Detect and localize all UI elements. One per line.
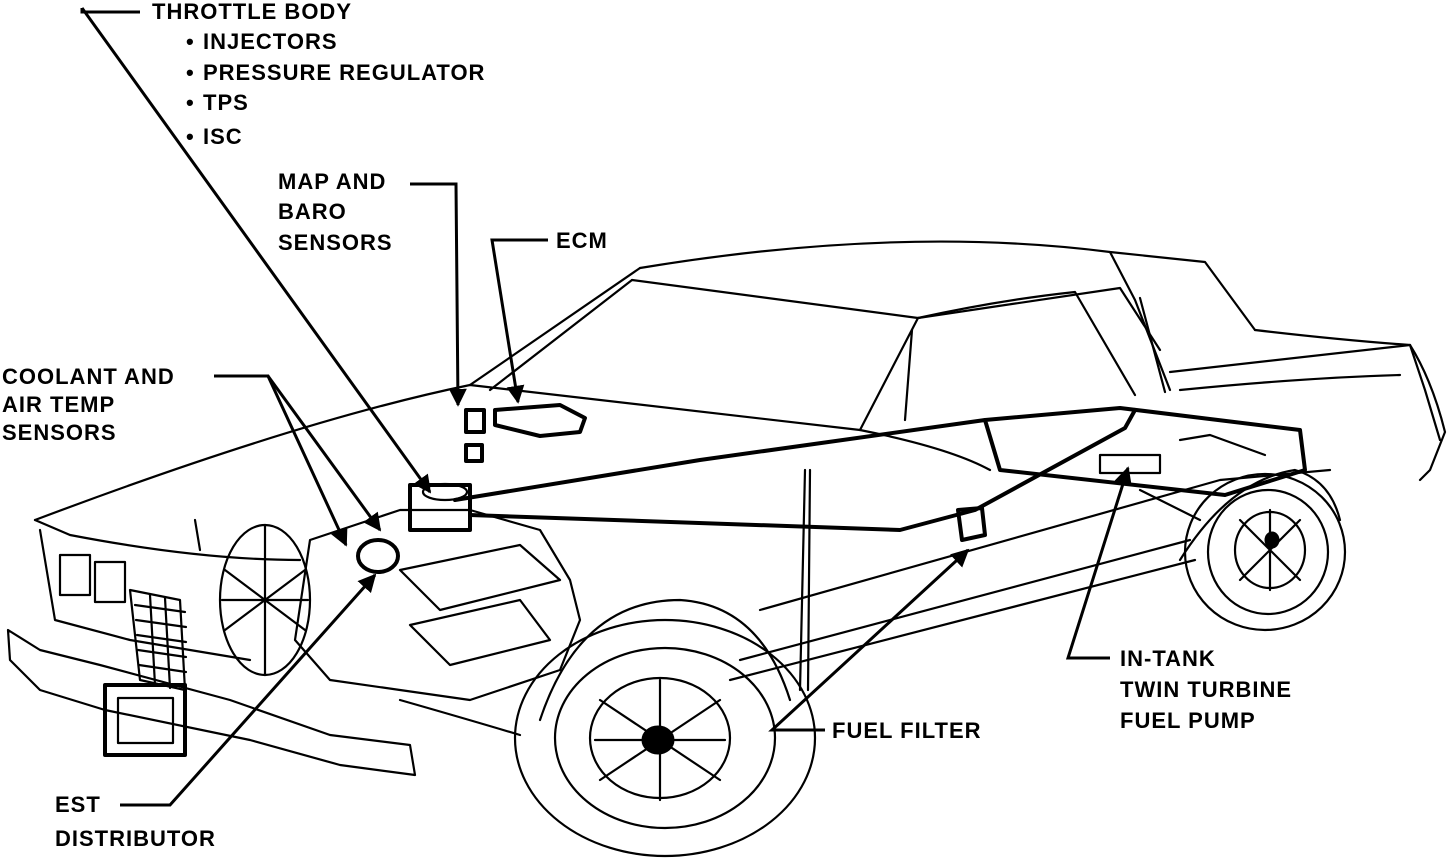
label-fuel-filter: FUEL FILTER xyxy=(832,718,982,743)
label-map-line-1: MAP AND xyxy=(278,169,386,194)
baro-sensor xyxy=(464,443,484,463)
distributor-cap xyxy=(356,538,400,574)
bullet: • xyxy=(186,29,195,54)
label-pressure-regulator: PRESSURE REGULATOR xyxy=(203,60,485,85)
label-est-line-2: DISTRIBUTOR xyxy=(55,826,216,851)
labels: THROTTLE BODY • INJECTORS • PRESSURE REG… xyxy=(2,0,1292,851)
bullet: • xyxy=(186,60,195,85)
bullet: • xyxy=(186,124,195,149)
throttle-body-items: • INJECTORS • PRESSURE REGULATOR • TPS •… xyxy=(186,29,485,149)
label-isc: ISC xyxy=(203,124,243,149)
label-throttle-body: THROTTLE BODY xyxy=(152,0,352,24)
grille xyxy=(133,593,188,690)
map-sensor xyxy=(464,408,486,434)
fuel-filter xyxy=(956,506,987,542)
bullet: • xyxy=(186,90,195,115)
label-ecm: ECM xyxy=(556,228,608,253)
label-map-line-2: BARO xyxy=(278,199,347,224)
label-fuel-pump-line-1: IN-TANK xyxy=(1120,646,1216,671)
label-coolant-line-2: AIR TEMP xyxy=(2,392,115,417)
cooling-fan xyxy=(218,523,312,677)
ecm-box xyxy=(493,403,587,438)
fuel-tank xyxy=(983,406,1307,497)
engine xyxy=(293,482,582,702)
label-coolant-line-1: COOLANT AND xyxy=(2,364,175,389)
label-coolant-line-3: SENSORS xyxy=(2,420,117,445)
label-est-line-1: EST xyxy=(55,792,101,817)
label-tps: TPS xyxy=(203,90,249,115)
leader-lines xyxy=(80,7,1132,807)
fuel-supply-line xyxy=(468,408,1137,532)
front-wheel xyxy=(513,618,817,858)
car-illustration xyxy=(6,240,1447,858)
label-injectors: INJECTORS xyxy=(203,29,338,54)
rear-wheel xyxy=(1183,472,1347,632)
label-map-line-3: SENSORS xyxy=(278,230,393,255)
label-fuel-pump-line-2: TWIN TURBINE xyxy=(1120,677,1292,702)
label-fuel-pump-line-3: FUEL PUMP xyxy=(1120,708,1256,733)
fuel-return-line xyxy=(453,418,987,502)
